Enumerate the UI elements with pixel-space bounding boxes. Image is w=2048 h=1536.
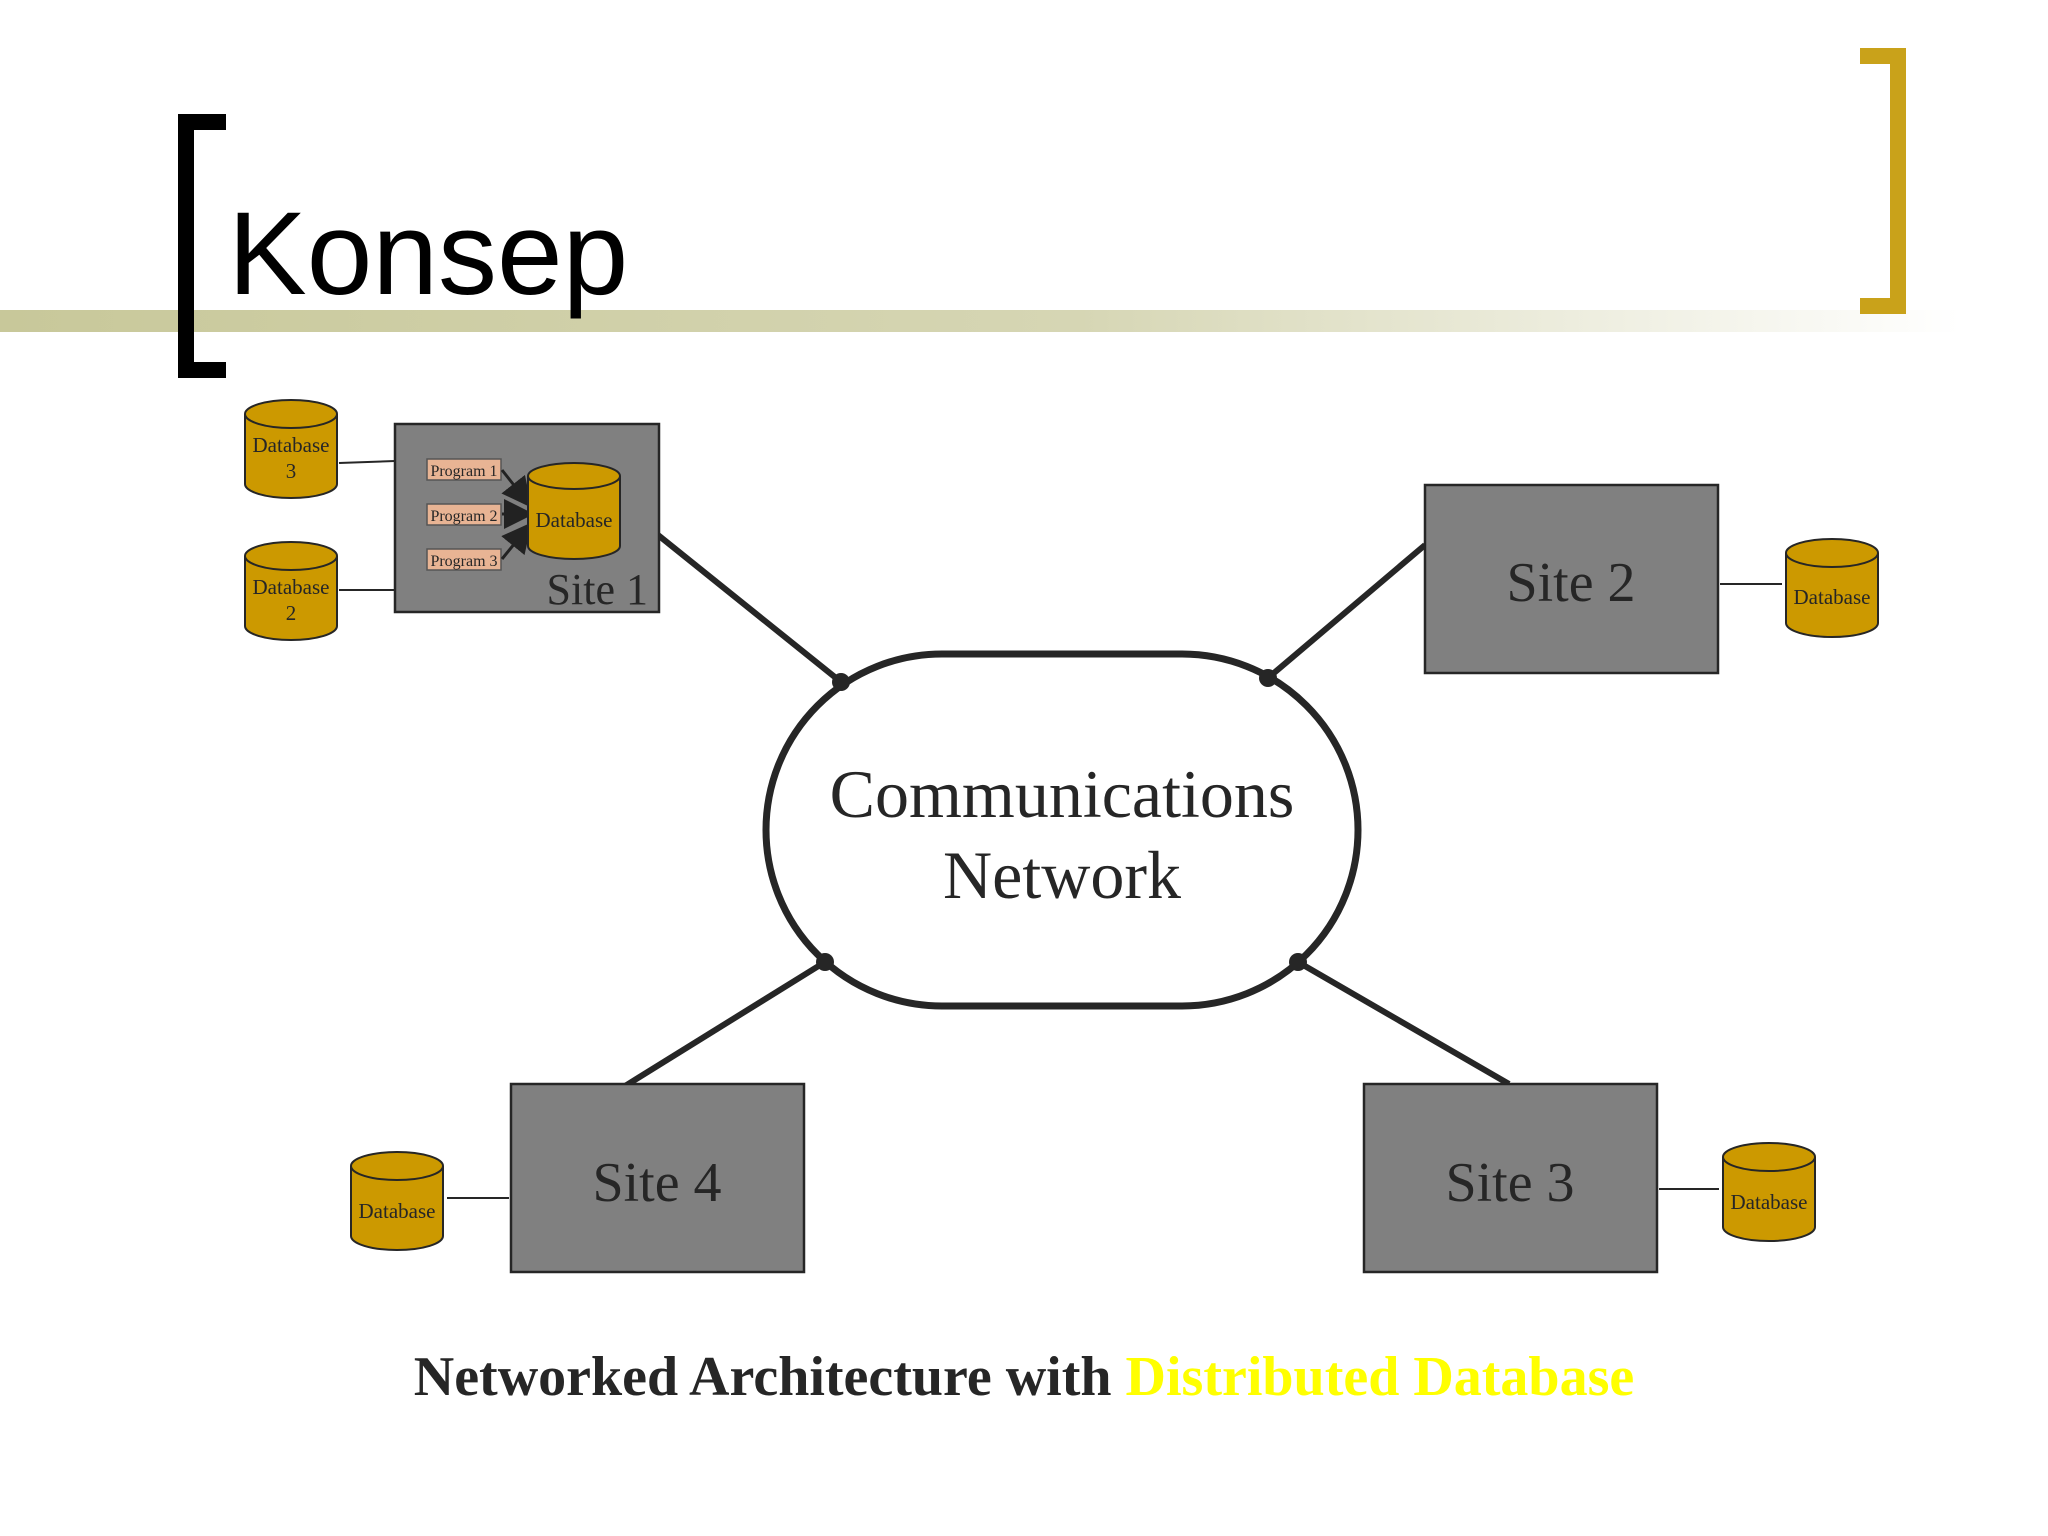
left-bracket [178, 114, 226, 378]
site4-label: Site 4 [592, 1152, 721, 1214]
program-1-label: Program 1 [430, 463, 497, 480]
link-site2 [1266, 542, 1427, 681]
link-site3 [1296, 959, 1511, 1087]
database-3-label-line1: Database [253, 433, 330, 457]
program-3-arrow [500, 522, 532, 560]
site2-database-icon [1785, 538, 1879, 638]
database-3-label-line2: 3 [286, 459, 297, 483]
site2-label: Site 2 [1506, 552, 1635, 614]
junction-dot-site2 [1259, 669, 1277, 687]
junction-dot-site1 [832, 673, 850, 691]
site3-label: Site 3 [1445, 1152, 1574, 1214]
junction-dot-site3 [1289, 953, 1307, 971]
caption-highlight: Distributed Database [1125, 1346, 1635, 1408]
site3-database-label: Database [1731, 1190, 1808, 1214]
link-site4 [623, 959, 827, 1089]
site2-database-label: Database [1794, 585, 1871, 609]
diagram-caption: Networked Architecture with Distributed … [0, 1345, 2048, 1409]
site4-database-icon [350, 1151, 444, 1251]
program-3-label: Program 3 [430, 553, 497, 570]
program-2-box [426, 503, 502, 526]
slide-title: Konsep [228, 188, 629, 320]
link-db3-site1 [338, 460, 396, 464]
network-label-line2: Network [943, 837, 1181, 913]
network-label-line1: Communications [830, 756, 1295, 832]
communications-network [762, 650, 1362, 1010]
link-site1 [656, 532, 843, 685]
site1-label: Site 1 [547, 565, 648, 614]
site2-box [1423, 483, 1720, 675]
caption-prefix: Networked Architecture with [413, 1346, 1126, 1408]
database-2-label-line2: 2 [286, 601, 297, 625]
site1-database-icon [527, 462, 621, 560]
program-1-arrow [500, 469, 532, 508]
site3-database-icon [1722, 1142, 1816, 1242]
site3-box [1362, 1082, 1659, 1274]
site4-box [509, 1082, 806, 1274]
program-1-box [426, 458, 502, 481]
junction-dot-site4 [816, 953, 834, 971]
site4-database-label: Database [359, 1199, 436, 1223]
program-3-box [426, 548, 502, 571]
right-bracket [1860, 48, 1906, 314]
database-3-icon [244, 399, 338, 499]
database-2-label-line1: Database [253, 575, 330, 599]
program-2-label: Program 2 [430, 508, 497, 525]
database-2-icon [244, 541, 338, 641]
site1-database-label: Database [536, 508, 613, 532]
title-rule-bar [0, 310, 1960, 332]
